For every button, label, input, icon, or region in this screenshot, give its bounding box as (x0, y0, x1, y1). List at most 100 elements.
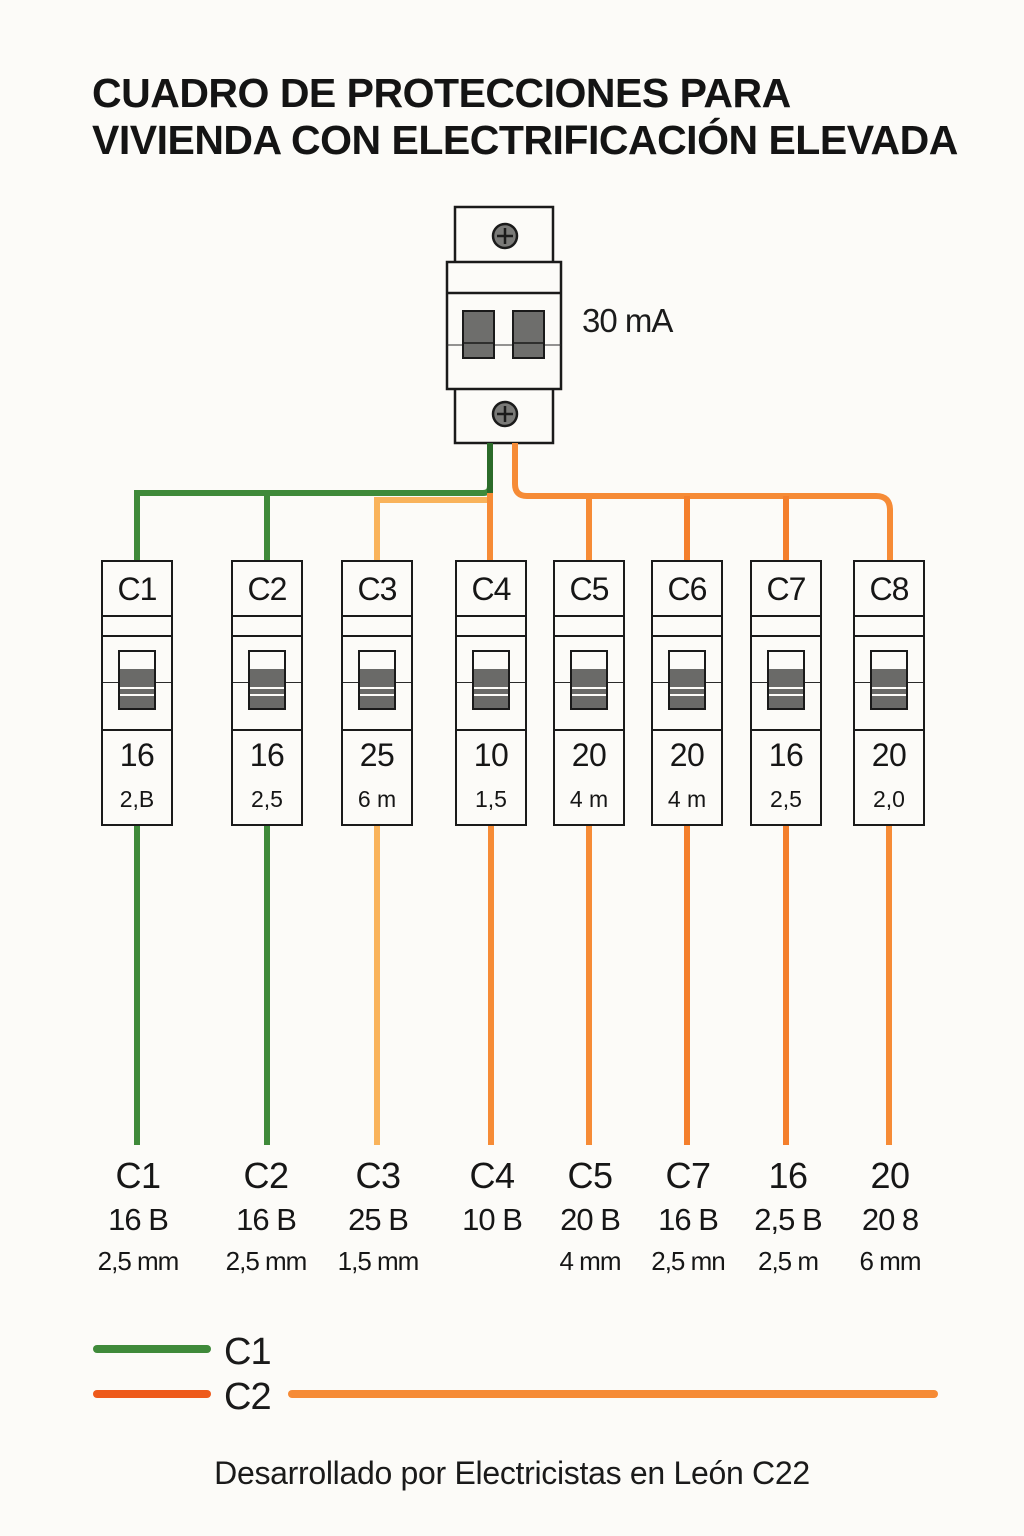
rcd-lever-right (512, 310, 545, 359)
breaker-band (343, 615, 411, 637)
lever-segment (769, 689, 803, 694)
breaker-toggle-lever[interactable] (358, 650, 396, 710)
breaker-toggle-lever[interactable] (570, 650, 608, 710)
circuit-rating: 16 B (658, 1202, 719, 1237)
breaker-section: 2,B (119, 786, 155, 812)
lever-segment (120, 669, 154, 687)
breaker-c2[interactable]: C2 16 2,5 (231, 560, 303, 826)
rcd-sensitivity-label: 30 mA (582, 302, 673, 339)
breaker-section: 2,5 (770, 786, 802, 812)
title-line-1: CUADRO DE PROTECCIONES PARA (92, 70, 791, 116)
breaker-band (752, 615, 820, 637)
lever-segment (474, 689, 508, 694)
circuit-id: C5 (567, 1155, 613, 1196)
breaker-rating: 16 (768, 737, 804, 773)
circuit-wire-section: 4 mm (559, 1246, 622, 1276)
lever-segment (360, 669, 394, 687)
circuit-label: C2 16 B 2,5 mm (206, 1155, 326, 1281)
diagram-title: CUADRO DE PROTECCIONES PARA VIVIENDA CON… (92, 70, 992, 164)
legend-label-c2: C2 (224, 1376, 272, 1418)
circuit-id: C3 (355, 1155, 401, 1196)
wire-light-orange-bus (374, 497, 490, 560)
breaker-name: C7 (752, 562, 820, 617)
lever-segment (872, 696, 906, 708)
breaker-c7[interactable]: C7 16 2,5 (750, 560, 822, 826)
lever-segment (670, 689, 704, 694)
circuit-rating: 16 B (108, 1202, 169, 1237)
lever-segment (572, 696, 606, 708)
breaker-section: 6 m (357, 786, 397, 812)
lever-segment (474, 696, 508, 708)
breaker-name: C8 (855, 562, 923, 617)
breaker-section: 4 m (667, 786, 707, 812)
circuit-rating: 2,5 B (754, 1202, 822, 1237)
lever-segment (872, 669, 906, 687)
breaker-section: 2,5 (251, 786, 283, 812)
circuit-wire-section: 2,5 mn (651, 1246, 726, 1276)
breaker-band (855, 615, 923, 637)
screw-terminal-icon (491, 400, 519, 428)
breaker-toggle-lever[interactable] (668, 650, 706, 710)
circuit-rating: 10 B (462, 1202, 523, 1237)
circuit-id: 20 (870, 1155, 910, 1196)
breaker-toggle-lever[interactable] (472, 650, 510, 710)
breaker-band (653, 615, 721, 637)
breaker-lever-zone (752, 637, 820, 731)
lever-segment (670, 696, 704, 708)
circuit-wire-section: 2,5 mm (225, 1246, 308, 1276)
circuit-id: C7 (665, 1155, 711, 1196)
circuit-rating: 20 8 (861, 1202, 919, 1237)
breaker-toggle-lever[interactable] (767, 650, 805, 710)
breaker-lever-zone (555, 637, 623, 731)
breaker-band (555, 615, 623, 637)
breaker-band (103, 615, 171, 637)
rcd-lever-left (462, 310, 495, 359)
screw-terminal-icon (491, 222, 519, 250)
circuit-wire-section: 2,5 m (757, 1246, 819, 1276)
breaker-toggle-lever[interactable] (118, 650, 156, 710)
bus-wires (134, 443, 893, 560)
breaker-rating: 20 (871, 737, 907, 773)
circuit-label: 16 2,5 B 2,5 m (728, 1155, 848, 1281)
breaker-rating: 16 (249, 737, 285, 773)
breaker-lever-zone (343, 637, 411, 731)
lever-segment (250, 696, 284, 708)
footer-credit: Desarrollado por Electricistas en León C… (214, 1455, 810, 1491)
breaker-toggle-lever[interactable] (870, 650, 908, 710)
circuit-label: C4 10 B (432, 1155, 552, 1241)
drop-wires (134, 826, 892, 1145)
breaker-toggle-lever[interactable] (248, 650, 286, 710)
circuit-wire-section: 1,5 mm (337, 1246, 420, 1276)
rcd-switch (445, 205, 563, 445)
lever-segment (769, 669, 803, 687)
lever-segment (474, 669, 508, 687)
breaker-rating: 25 (359, 737, 395, 773)
breaker-band (233, 615, 301, 637)
circuit-wire-section: 6 mm (859, 1246, 922, 1276)
lever-segment (572, 689, 606, 694)
circuit-id: C4 (469, 1155, 515, 1196)
breaker-name: C2 (233, 562, 301, 617)
circuit-wire-section: 2,5 mm (97, 1246, 180, 1276)
breaker-lever-zone (855, 637, 923, 731)
lever-segment (769, 696, 803, 708)
breaker-band (457, 615, 525, 637)
circuit-id: 16 (768, 1155, 808, 1196)
circuit-rating: 16 B (236, 1202, 297, 1237)
circuit-label: 20 20 8 6 mm (830, 1155, 950, 1281)
circuit-id: C2 (243, 1155, 289, 1196)
legend-label-c1: C1 (224, 1331, 272, 1373)
lever-segment (250, 689, 284, 694)
breaker-name: C5 (555, 562, 623, 617)
circuit-rating: 25 B (348, 1202, 409, 1237)
breaker-name: C6 (653, 562, 721, 617)
